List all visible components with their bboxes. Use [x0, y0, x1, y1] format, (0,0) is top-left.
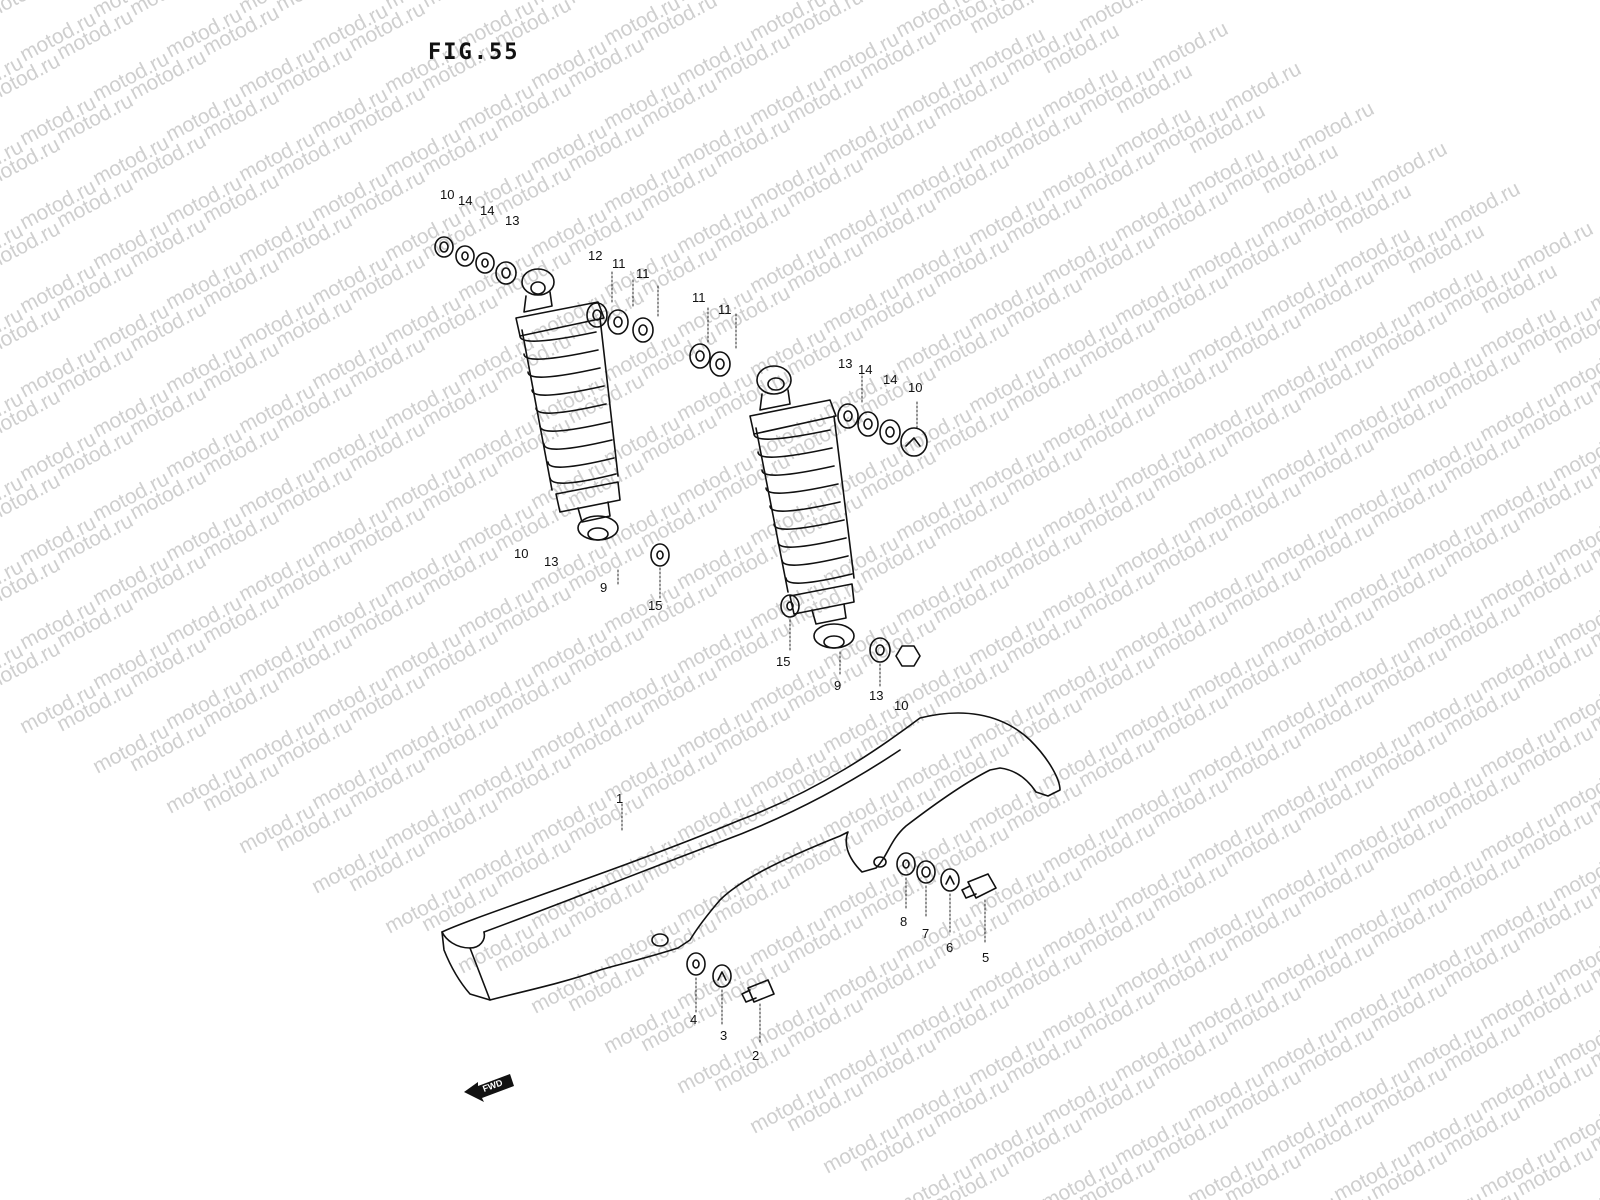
left-top-hardware-stack — [434, 236, 517, 285]
chain-case-front-end — [441, 931, 486, 949]
left-shock-body — [577, 501, 611, 523]
washer-13-left-top — [495, 261, 517, 285]
right-shock-top-eye-bore — [767, 377, 785, 391]
right-shock-body — [811, 603, 847, 625]
right-shock-absorber — [749, 365, 855, 649]
callout-13: 13 — [869, 688, 883, 703]
bush-11-b — [632, 317, 654, 343]
callout-14: 14 — [458, 193, 472, 208]
rear-mount-hardware — [896, 852, 997, 899]
left-shock-absorber — [515, 268, 621, 541]
chain-case-ridge — [483, 749, 901, 933]
callout-5: 5 — [982, 950, 989, 965]
bush-11-d — [709, 351, 731, 377]
callout-15: 15 — [648, 598, 662, 613]
chain-case — [441, 712, 1061, 1001]
left-shock-top-eye — [521, 268, 555, 296]
washer-6 — [940, 868, 960, 892]
washer-7 — [916, 860, 936, 884]
callout-14: 14 — [480, 203, 494, 218]
callout-12: 12 — [588, 248, 602, 263]
lower-hardware — [650, 543, 921, 667]
front-direction-marker: FWD — [464, 1074, 514, 1102]
leader-lines — [611, 271, 986, 1045]
chain-case-mount-hole-front — [651, 933, 669, 947]
callout-14: 14 — [883, 372, 897, 387]
cap-nut-10-right-bottom — [895, 645, 921, 667]
bolt-5-head — [967, 873, 997, 899]
right-shock-spring — [753, 415, 855, 593]
callout-10: 10 — [440, 187, 454, 202]
cap-nut-10-right-top — [900, 427, 928, 457]
callout-14: 14 — [858, 362, 872, 377]
callout-9: 9 — [600, 580, 607, 595]
callout-4: 4 — [690, 1012, 697, 1027]
cap-nut-10-left-top — [434, 236, 454, 258]
bush-12 — [586, 302, 608, 328]
callout-11: 11 — [636, 266, 650, 281]
callout-11: 11 — [718, 302, 732, 317]
left-shock-top-mount — [523, 291, 553, 313]
washer-13-right-top — [837, 403, 859, 429]
callout-3: 3 — [720, 1028, 727, 1043]
left-shock-upper-collar — [515, 301, 605, 337]
callout-2: 2 — [752, 1048, 759, 1063]
left-shock-lower-collar — [555, 481, 621, 513]
callout-10: 10 — [894, 698, 908, 713]
callout-15: 15 — [776, 654, 790, 669]
left-shock-bottom-eye-bore — [587, 527, 609, 541]
right-shock-upper-collar — [749, 399, 837, 435]
washer-14-right-top-a — [857, 411, 879, 437]
washer-14-left-top-a — [455, 245, 475, 267]
bush-11-a — [607, 309, 629, 335]
callout-13: 13 — [838, 356, 852, 371]
callout-11: 11 — [692, 290, 706, 305]
callout-labels: 10 14 14 13 12 11 11 11 11 13 14 14 10 1… — [440, 187, 989, 1063]
chain-case-mount-hole-rear — [873, 856, 887, 868]
washer-14-left-top-b — [475, 252, 495, 274]
right-shock-top-mount — [759, 389, 791, 411]
washer-4 — [686, 952, 706, 976]
figure-title: FIG.55 — [428, 40, 520, 65]
washer-8 — [896, 852, 916, 876]
washer-15-left — [650, 543, 670, 567]
right-top-hardware-stack — [837, 403, 928, 457]
washer-15-right — [780, 594, 800, 618]
callout-7: 7 — [922, 926, 929, 941]
left-shock-spring — [519, 317, 619, 491]
callout-13: 13 — [505, 213, 519, 228]
upper-bushing-hardware — [586, 302, 731, 377]
callout-11: 11 — [612, 256, 626, 271]
callout-8: 8 — [900, 914, 907, 929]
chain-case-outline — [441, 712, 1061, 1001]
washer-14-right-top-b — [879, 419, 901, 445]
right-shock-top-eye — [756, 365, 792, 395]
callout-6: 6 — [946, 940, 953, 955]
bush-11-c — [689, 343, 711, 369]
washer-3 — [712, 964, 732, 988]
callout-13: 13 — [544, 554, 558, 569]
left-shock-top-eye-bore — [530, 281, 546, 295]
front-mount-hardware — [686, 952, 775, 1003]
callout-10: 10 — [514, 546, 528, 561]
callout-10: 10 — [908, 380, 922, 395]
callout-1: 1 — [616, 791, 623, 806]
callout-9: 9 — [834, 678, 841, 693]
washer-13-right-bottom — [869, 637, 891, 663]
right-shock-bottom-eye-bore — [823, 635, 845, 649]
bolt-2-head — [747, 979, 775, 1003]
